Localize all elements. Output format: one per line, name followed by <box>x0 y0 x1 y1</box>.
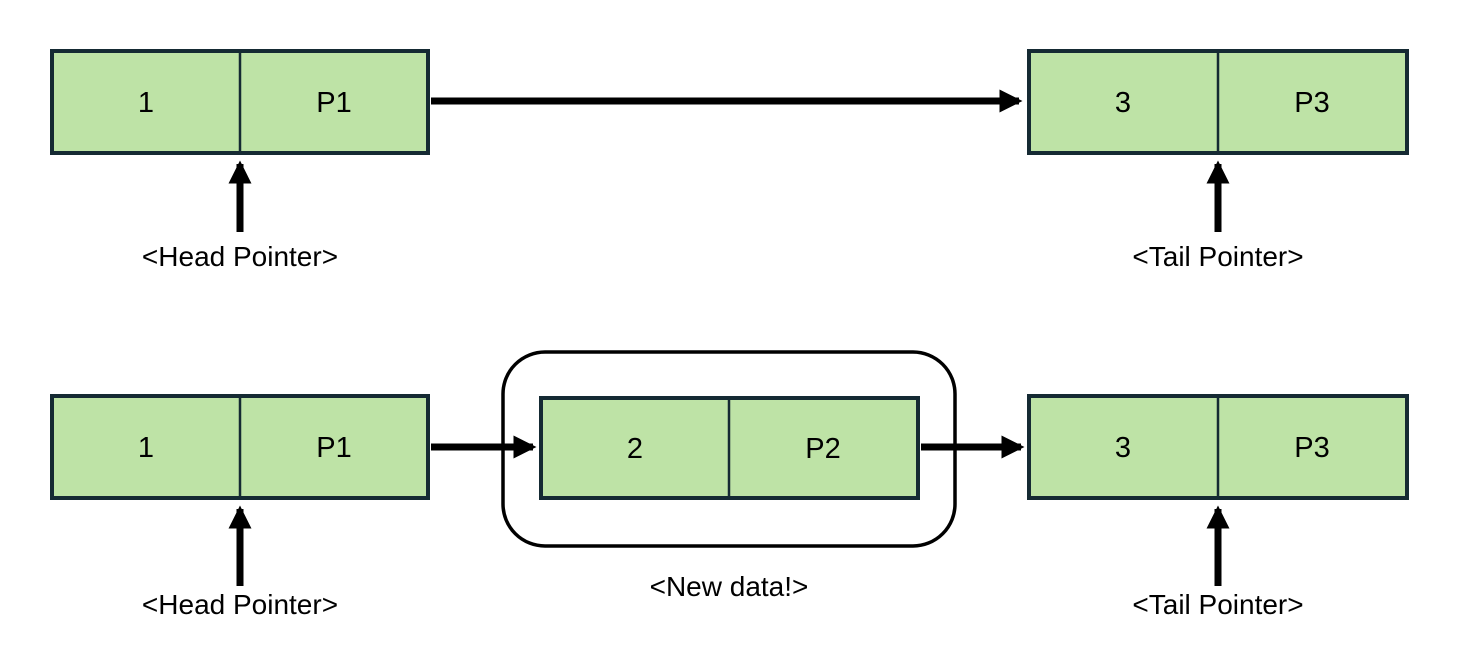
bottom-node-3-data: 3 <box>1115 432 1131 464</box>
bottom-node-3-pointer: P3 <box>1294 432 1329 464</box>
bottom-list: 1 P1 2 P2 3 P3 <Head P <box>50 350 1409 620</box>
top-node-3-pointer: P3 <box>1294 87 1329 119</box>
top-node-1: 1 P1 <box>50 49 430 155</box>
bottom-node-3: 3 P3 <box>1027 394 1409 500</box>
bottom-node-1: 1 P1 <box>50 394 430 500</box>
top-node-1-pointer: P1 <box>316 87 351 119</box>
top-list: 1 P1 3 P3 <Head Pointer> <Tail Pointer> <box>50 49 1409 272</box>
bottom-node-2-pointer: P2 <box>805 433 840 465</box>
bottom-head-pointer-label: <Head Pointer> <box>142 589 338 620</box>
bottom-node-1-pointer: P1 <box>316 432 351 464</box>
top-node-3: 3 P3 <box>1027 49 1409 155</box>
bottom-node-2: 2 P2 <box>539 396 920 500</box>
top-tail-pointer-label: <Tail Pointer> <box>1132 241 1303 272</box>
top-node-3-data: 3 <box>1115 87 1131 119</box>
bottom-node-2-data: 2 <box>627 433 643 465</box>
bottom-node-1-data: 1 <box>138 432 154 464</box>
top-head-pointer-label: <Head Pointer> <box>142 241 338 272</box>
bottom-tail-pointer-label: <Tail Pointer> <box>1132 589 1303 620</box>
top-node-1-data: 1 <box>138 87 154 119</box>
new-data-label: <New data!> <box>650 571 809 602</box>
